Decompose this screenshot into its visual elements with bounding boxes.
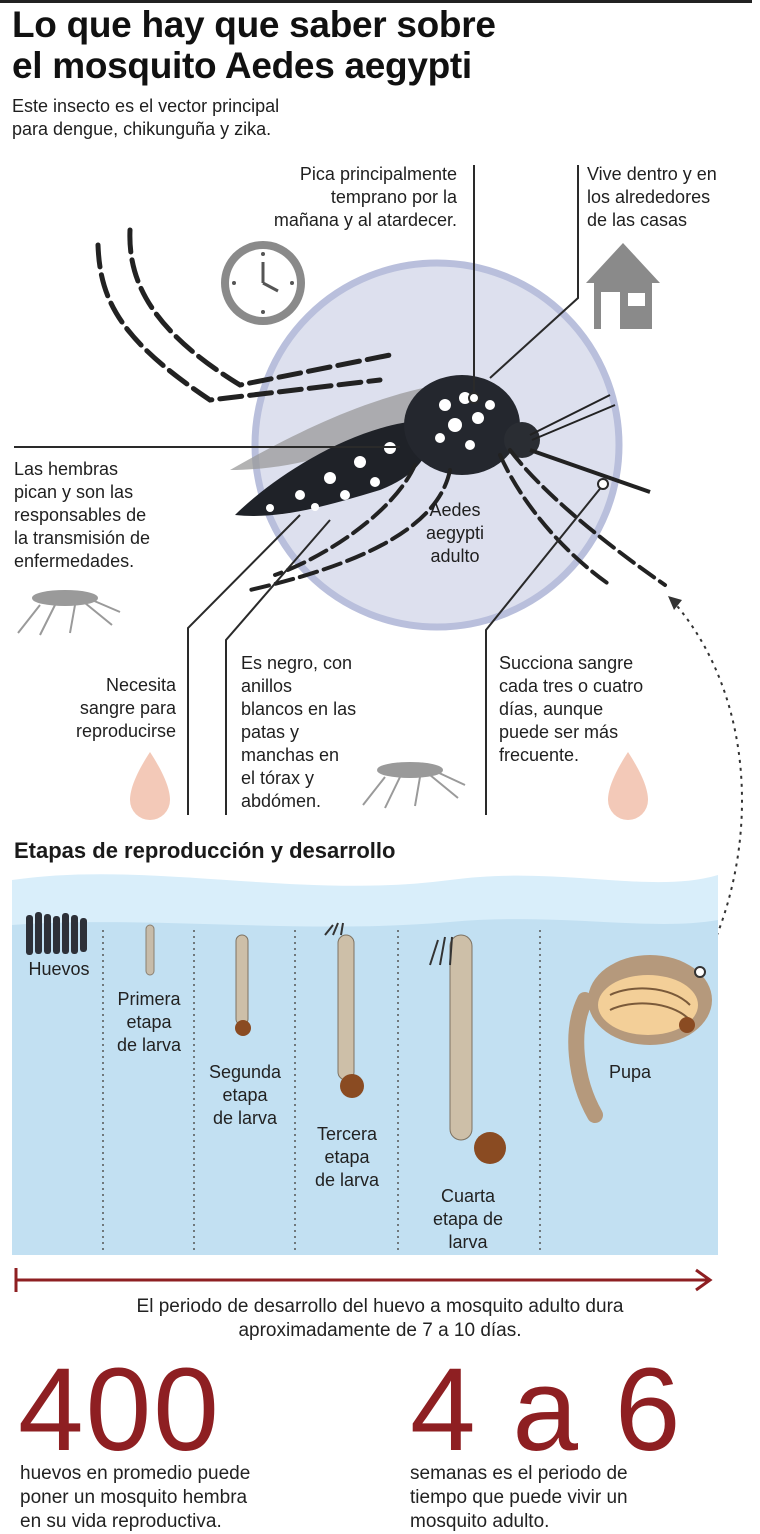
stage-pupa-label: Pupa (608, 1062, 652, 1082)
larva-stage3-icon (324, 922, 364, 1098)
larva-stage2-icon (235, 934, 251, 1036)
house-icon (586, 243, 660, 329)
pupa-icon (568, 955, 712, 1123)
eggs-icon (26, 912, 87, 955)
mosquito-legs-lower (248, 448, 667, 592)
center-label: Aedes aegypti adulto (425, 500, 485, 566)
mosquito-legs-left (95, 227, 393, 403)
title-line-1: Lo que hay que saber sobre (12, 4, 496, 45)
timeline-arrow (14, 1268, 713, 1292)
water-panel (12, 874, 718, 1255)
stage-larva3-label: Tercera etapa de larva (314, 1124, 380, 1190)
subtitle: Este insecto es el vector principal para… (12, 96, 280, 139)
eggs-number: 400 (18, 1344, 221, 1476)
larva-stage4-icon (429, 934, 506, 1164)
stage-larva1-label: Primera etapa de larva (116, 989, 182, 1055)
stage-larva2-label: Segunda etapa de larva (208, 1062, 282, 1128)
leader-lines (14, 165, 609, 815)
stage-larva4-label: Cuarta etapa de larva (432, 1186, 504, 1252)
small-mosquito-icon-center (362, 762, 466, 809)
bite-time-fact: Pica principalmente temprano por la maña… (273, 164, 457, 230)
life-number: 4 a 6 (410, 1344, 683, 1476)
top-rule (0, 0, 752, 3)
mosquito-abdomen (235, 420, 430, 516)
females-fact: Las hembras pican y son las responsables… (14, 459, 151, 571)
appearance-fact: Es negro, con anillos blancos en las pat… (241, 653, 357, 811)
blood-drop-icon-left (130, 752, 170, 820)
title-line-2: el mosquito Aedes aegypti (12, 45, 472, 86)
habitat-fact: Vive dentro y en los alrededores de las … (587, 164, 717, 230)
feeding-fact: Succiona sangre cada tres o cuatro días,… (499, 653, 644, 765)
clock-icon (221, 241, 305, 325)
stage-eggs-label: Huevos (28, 959, 90, 979)
page-title: Lo que hay que saber sobre el mosquito A… (12, 4, 752, 86)
section-title: Etapas de reproducción y desarrollo (14, 838, 396, 863)
eggs-text: huevos en promedio puede poner un mosqui… (20, 1463, 251, 1532)
mosquito-head (504, 394, 651, 494)
blood-drop-icon-right (608, 752, 648, 820)
small-mosquito-icon-left (17, 590, 121, 636)
life-text: semanas es el periodo de tiempo que pued… (410, 1463, 628, 1532)
needs-blood-fact: Necesita sangre para reproducirse (75, 675, 176, 741)
duration-text: El periodo de desarrollo del huevo a mos… (136, 1296, 624, 1341)
larva-stage1-icon (145, 924, 155, 976)
lifecycle-arrow-head (668, 596, 682, 610)
mosquito-thorax (404, 375, 520, 475)
